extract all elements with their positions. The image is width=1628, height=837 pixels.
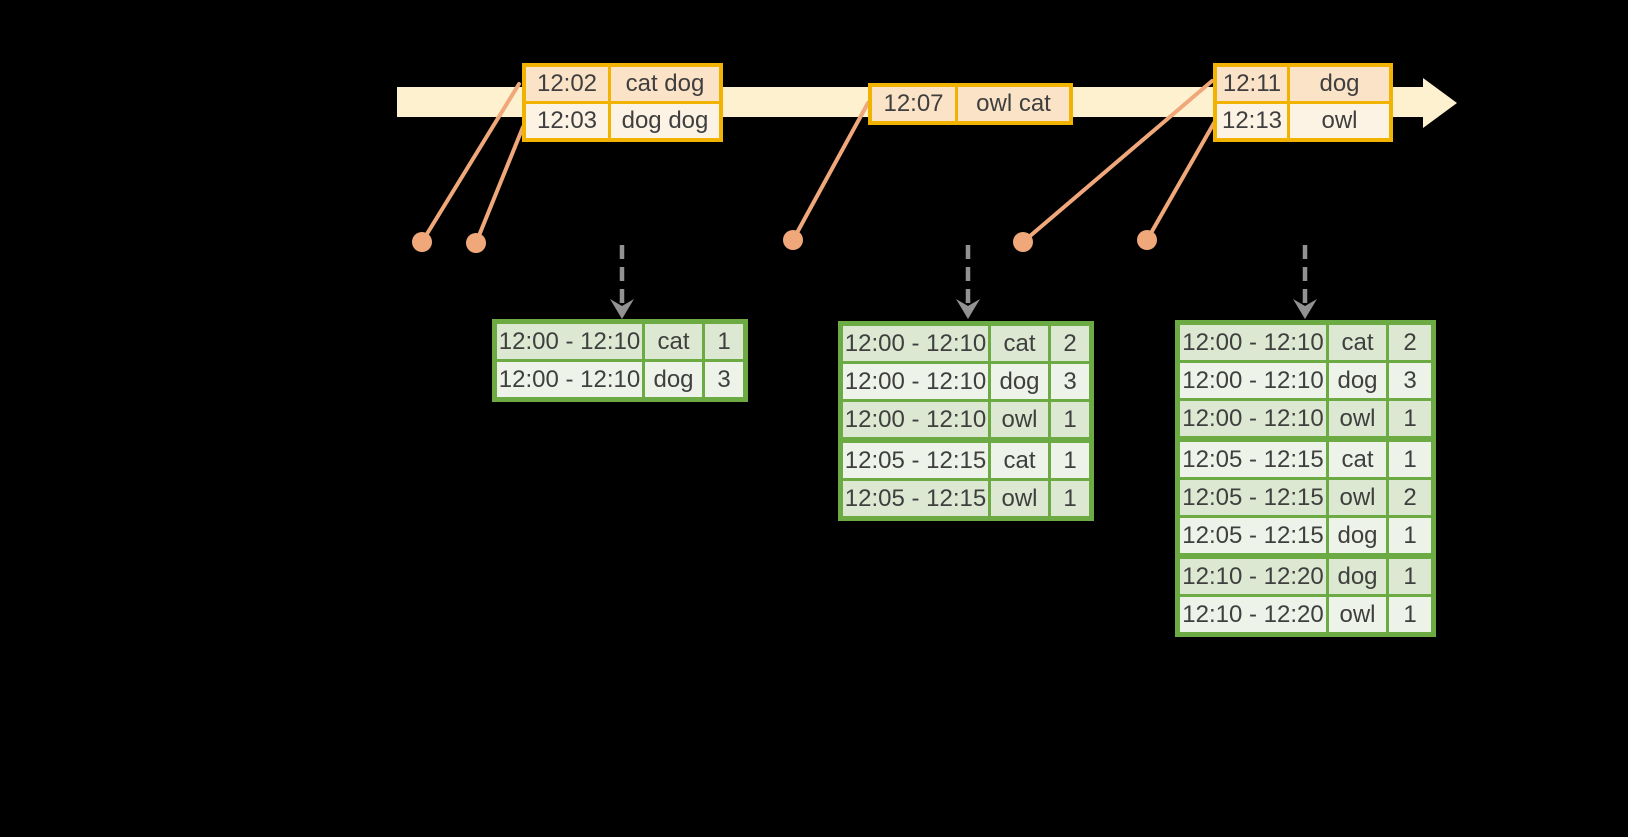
result-table-2: 12:00 - 12:10 cat 2 12:00 - 12:10 dog 3 … — [838, 321, 1094, 521]
window-cell: 12:05 - 12:15 — [843, 481, 988, 516]
count-cell: 3 — [1389, 363, 1431, 398]
event-time: 12:13 — [1217, 104, 1287, 138]
trigger-arrowhead-icon — [610, 299, 634, 319]
count-cell: 1 — [705, 324, 743, 359]
trigger-arrowhead-icon — [1293, 299, 1317, 319]
event-words: owl cat — [958, 87, 1069, 121]
word-cell: dog — [1329, 363, 1386, 398]
result-row: 12:10 - 12:20 dog 1 — [1180, 559, 1431, 594]
event-time: 12:02 — [526, 67, 608, 101]
window-cell: 12:00 - 12:10 — [497, 324, 642, 359]
event-connectors — [412, 79, 1216, 253]
result-table-1: 12:00 - 12:10 cat 1 12:00 - 12:10 dog 3 — [492, 319, 748, 402]
window-cell: 12:05 - 12:15 — [1180, 518, 1326, 553]
trigger-arrows — [610, 245, 1317, 319]
connector-line — [791, 101, 870, 242]
count-cell: 2 — [1051, 326, 1089, 361]
count-cell: 2 — [1389, 480, 1431, 515]
event-time: 12:07 — [872, 87, 955, 121]
word-cell: owl — [1329, 401, 1386, 436]
word-cell: dog — [1329, 518, 1386, 553]
window-cell: 12:10 - 12:20 — [1180, 597, 1326, 632]
word-cell: dog — [645, 362, 702, 397]
event-words: cat dog — [611, 67, 719, 101]
count-cell: 1 — [1389, 518, 1431, 553]
event-words: dog dog — [611, 104, 719, 138]
event-row: 12:11 dog — [1217, 67, 1389, 101]
result-row: 12:00 - 12:10 cat 2 — [1180, 325, 1431, 360]
connector-line — [1145, 121, 1216, 242]
connector-line — [420, 82, 521, 244]
timeline-arrowhead-icon — [1423, 78, 1457, 128]
count-cell: 1 — [1389, 597, 1431, 632]
count-cell: 1 — [1389, 401, 1431, 436]
window-cell: 12:05 - 12:15 — [843, 443, 988, 478]
result-row: 12:00 - 12:10 owl 1 — [843, 402, 1089, 437]
result-row: 12:00 - 12:10 dog 3 — [497, 362, 743, 397]
count-cell: 2 — [1389, 325, 1431, 360]
result-row: 12:05 - 12:15 cat 1 — [843, 443, 1089, 478]
result-row: 12:00 - 12:10 dog 3 — [1180, 363, 1431, 398]
window-cell: 12:00 - 12:10 — [843, 402, 988, 437]
word-cell: owl — [991, 481, 1048, 516]
event-row: 12:07 owl cat — [872, 87, 1069, 121]
count-cell: 1 — [1051, 402, 1089, 437]
result-row: 12:05 - 12:15 dog 1 — [1180, 518, 1431, 553]
event-row: 12:02 cat dog — [526, 67, 719, 101]
event-time: 12:03 — [526, 104, 608, 138]
event-time: 12:11 — [1217, 67, 1287, 101]
event-table-1: 12:02 cat dog 12:03 dog dog — [522, 63, 723, 142]
count-cell: 3 — [705, 362, 743, 397]
window-cell: 12:00 - 12:10 — [497, 362, 642, 397]
event-dot — [783, 230, 803, 250]
result-row: 12:00 - 12:10 cat 1 — [497, 324, 743, 359]
window-cell: 12:00 - 12:10 — [1180, 401, 1326, 436]
result-row: 12:05 - 12:15 owl 2 — [1180, 480, 1431, 515]
word-cell: cat — [1329, 325, 1386, 360]
count-cell: 1 — [1389, 559, 1431, 594]
event-dot — [1013, 232, 1033, 252]
word-cell: cat — [1329, 442, 1386, 477]
result-table-3: 12:00 - 12:10 cat 2 12:00 - 12:10 dog 3 … — [1175, 320, 1436, 637]
word-cell: dog — [991, 364, 1048, 399]
result-row: 12:00 - 12:10 cat 2 — [843, 326, 1089, 361]
window-cell: 12:00 - 12:10 — [843, 326, 988, 361]
window-cell: 12:05 - 12:15 — [1180, 442, 1326, 477]
event-row: 12:13 owl — [1217, 104, 1389, 138]
event-row: 12:03 dog dog — [526, 104, 719, 138]
word-cell: dog — [1329, 559, 1386, 594]
word-cell: owl — [1329, 480, 1386, 515]
count-cell: 1 — [1389, 442, 1431, 477]
window-cell: 12:00 - 12:10 — [1180, 363, 1326, 398]
window-cell: 12:00 - 12:10 — [843, 364, 988, 399]
connector-line — [474, 125, 525, 245]
trigger-arrowhead-icon — [956, 299, 980, 319]
count-cell: 1 — [1051, 481, 1089, 516]
event-words: owl — [1290, 104, 1389, 138]
count-cell: 3 — [1051, 364, 1089, 399]
word-cell: cat — [991, 443, 1048, 478]
result-row: 12:10 - 12:20 owl 1 — [1180, 597, 1431, 632]
event-table-2: 12:07 owl cat — [868, 83, 1073, 125]
word-cell: cat — [645, 324, 702, 359]
window-cell: 12:05 - 12:15 — [1180, 480, 1326, 515]
event-dot — [412, 232, 432, 252]
word-cell: owl — [1329, 597, 1386, 632]
event-dot — [466, 233, 486, 253]
word-cell: owl — [991, 402, 1048, 437]
event-dot — [1137, 230, 1157, 250]
window-cell: 12:00 - 12:10 — [1180, 325, 1326, 360]
window-cell: 12:10 - 12:20 — [1180, 559, 1326, 594]
result-row: 12:05 - 12:15 owl 1 — [843, 481, 1089, 516]
result-row: 12:05 - 12:15 cat 1 — [1180, 442, 1431, 477]
result-row: 12:00 - 12:10 owl 1 — [1180, 401, 1431, 436]
result-row: 12:00 - 12:10 dog 3 — [843, 364, 1089, 399]
count-cell: 1 — [1051, 443, 1089, 478]
event-table-3: 12:11 dog 12:13 owl — [1213, 63, 1393, 142]
event-words: dog — [1290, 67, 1389, 101]
connector-line — [1021, 79, 1214, 244]
word-cell: cat — [991, 326, 1048, 361]
